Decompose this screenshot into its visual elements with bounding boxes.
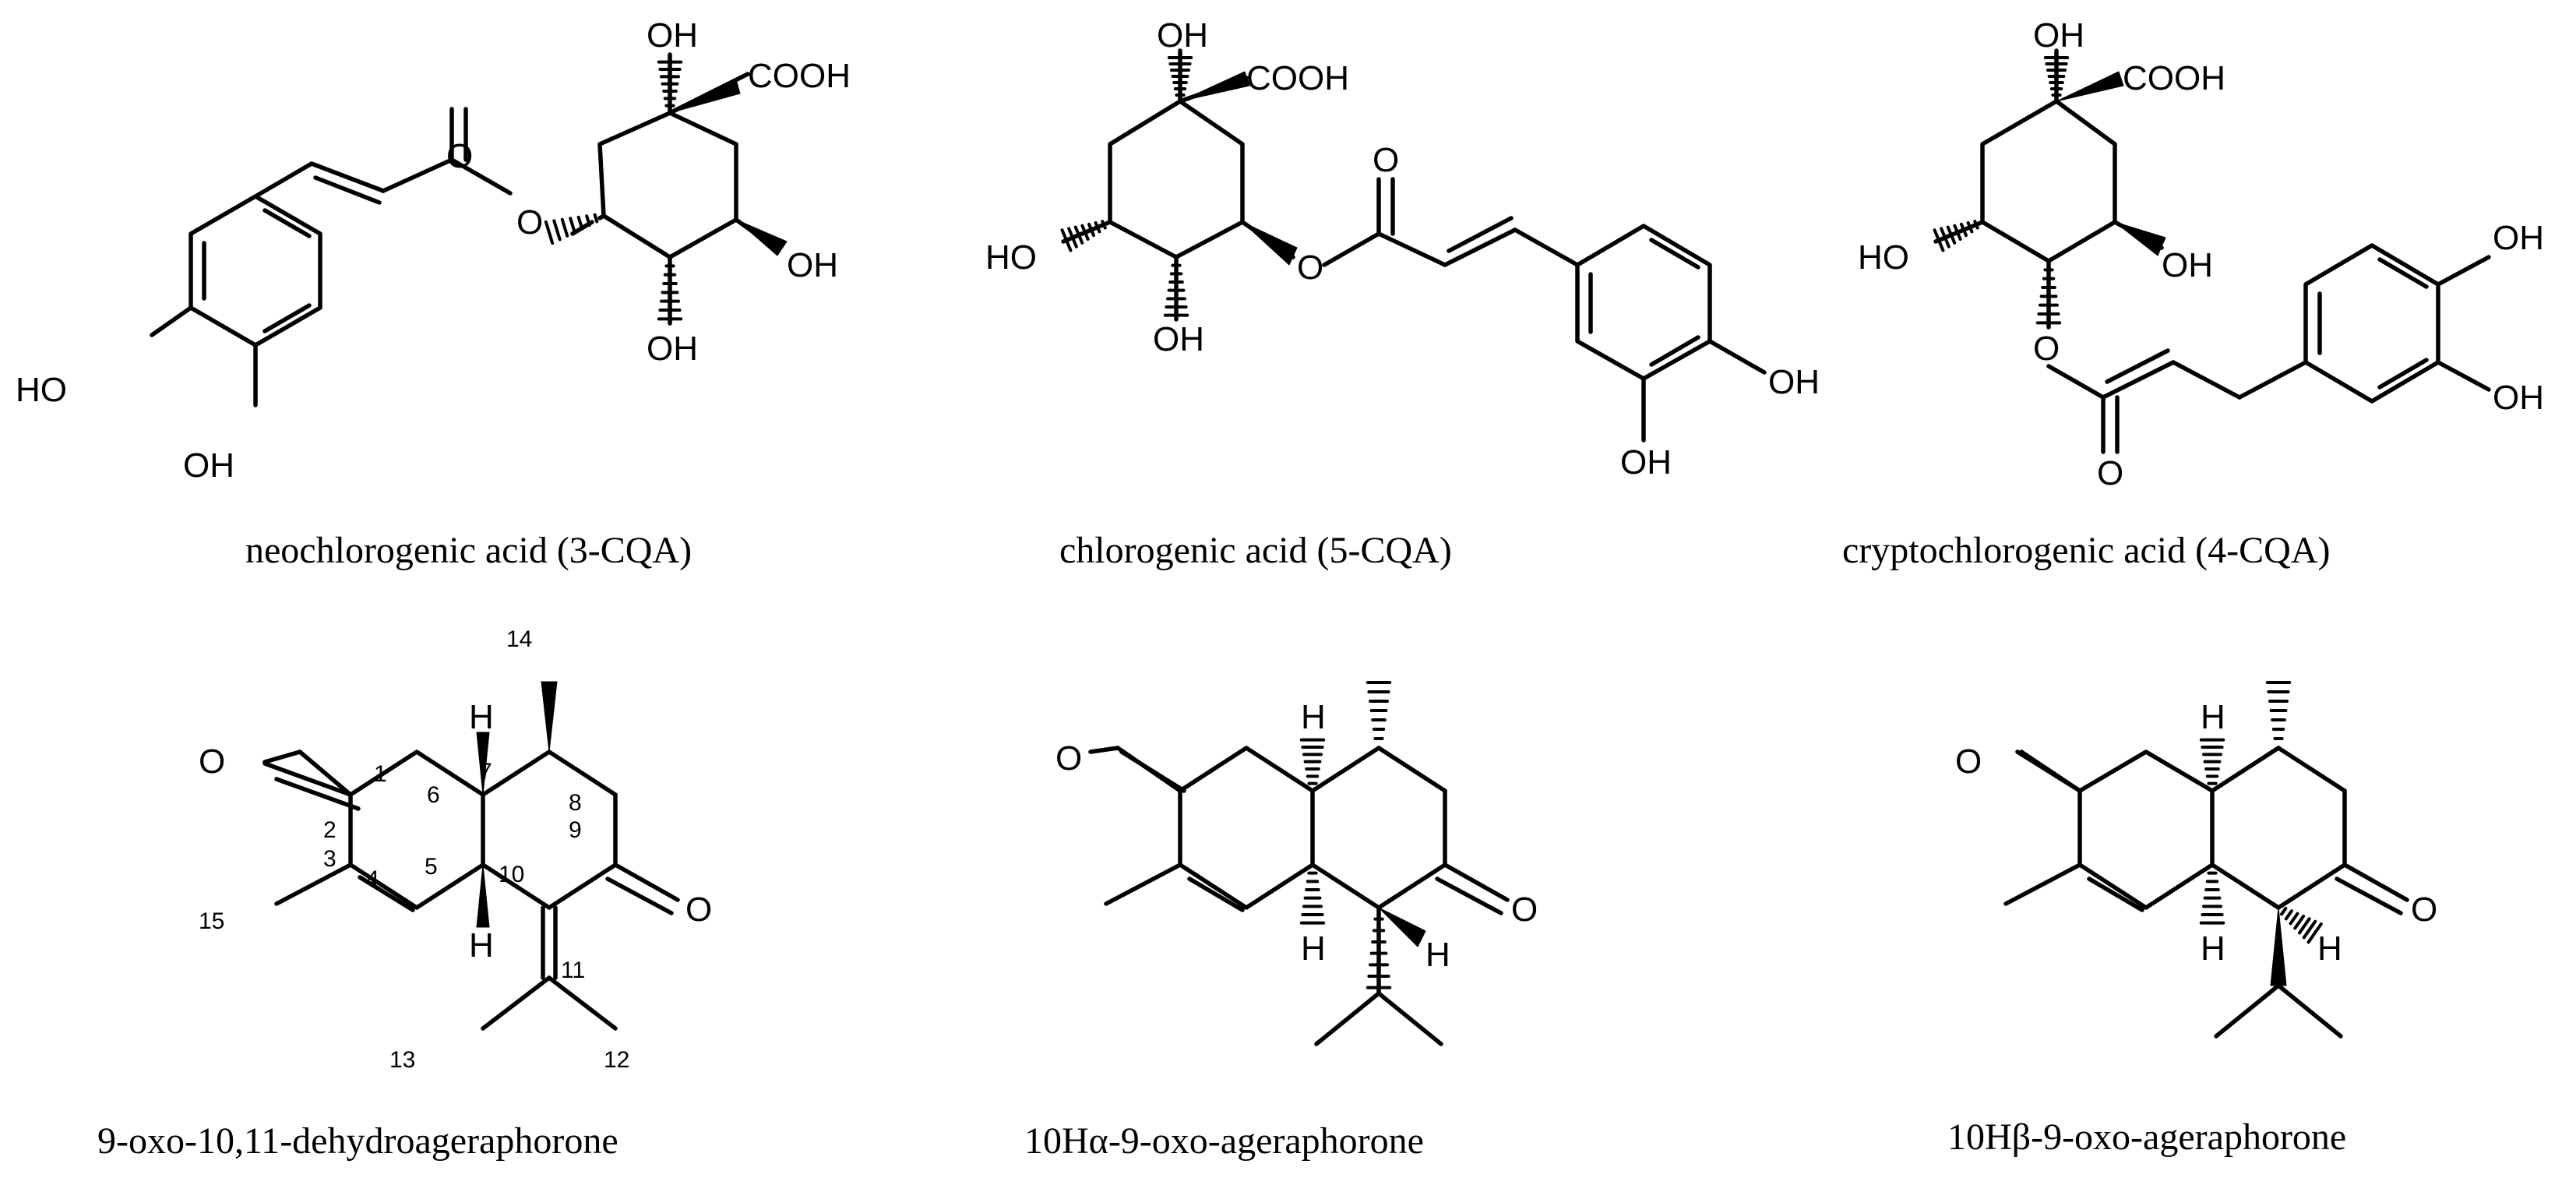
- ester-oxygen-label: O: [1297, 249, 1323, 287]
- atom-number-1: 1: [374, 761, 387, 787]
- carboxyl-label: COOH: [748, 57, 851, 95]
- hash-tick: [1073, 225, 1084, 245]
- beta-ageraphorone-structure: O O H H H: [1955, 698, 2437, 1039]
- carboxyl-label: COOH: [2123, 59, 2225, 97]
- hydrogen-label: H: [1301, 929, 1326, 968]
- atom-number-14: 14: [506, 626, 532, 652]
- hash-tick: [1060, 228, 1073, 252]
- atom-number-5: 5: [425, 854, 438, 880]
- hydroxyl-label: OH: [1620, 443, 1672, 481]
- caption-neochlorogenic-acid: neochlorogenic acid (3-CQA): [245, 530, 692, 571]
- hash-tick: [2284, 909, 2293, 921]
- hash-tick: [1067, 227, 1078, 249]
- hydroxyl-label: OH: [647, 16, 698, 55]
- hydrogen-label: H: [1301, 698, 1326, 736]
- hydroxyl-label: OH: [647, 330, 698, 368]
- carbonyl-oxygen-label: O: [446, 137, 473, 175]
- neochlorogenic-acid-structure: HO OH O O OH COOH OH OH: [16, 16, 851, 485]
- ketone-oxygen-label: O: [1055, 739, 1082, 778]
- hash-tick: [1953, 224, 1962, 242]
- hash-tick: [2302, 919, 2317, 940]
- atom-number-13: 13: [389, 1047, 415, 1073]
- hash-tick: [2306, 922, 2323, 944]
- hydroxyl-label: OH: [2493, 379, 2544, 417]
- hash-tick: [585, 214, 591, 227]
- carbonyl-oxygen-label: O: [2097, 454, 2123, 492]
- hydrogen-label: H: [2317, 929, 2342, 968]
- chlorogenic-acid-structure: OH COOH HO OH O O OH OH: [985, 16, 1820, 481]
- hash-tick: [1933, 228, 1945, 252]
- hash-tick: [544, 220, 555, 245]
- hydroxyl-label: OH: [1157, 16, 1208, 55]
- caption-chlorogenic-acid: chlorogenic acid (5-CQA): [1059, 530, 1452, 571]
- cryptochlorogenic-acid-structure: OH COOH HO OH O O OH OH: [1858, 16, 2544, 492]
- ester-oxygen-label: O: [2033, 330, 2060, 368]
- atom-number-9: 9: [569, 817, 582, 843]
- hash-tick: [1080, 224, 1090, 242]
- atom-number-15: 15: [199, 908, 224, 934]
- hash-tick: [2298, 917, 2311, 935]
- hash-tick: [1960, 222, 1968, 238]
- atom-number-4: 4: [366, 866, 379, 892]
- hash-tick: [1946, 225, 1957, 245]
- carboxyl-label: COOH: [1246, 59, 1349, 97]
- hash-tick: [1940, 227, 1951, 249]
- atom-number-6: 6: [427, 782, 440, 808]
- caption-cryptochlorogenic-acid: cryptochlorogenic acid (4-CQA): [1842, 530, 2330, 571]
- atom-number-12: 12: [604, 1047, 629, 1073]
- ketone-oxygen-label: O: [2411, 891, 2437, 929]
- ketone-oxygen-label: O: [685, 891, 712, 929]
- caption-beta-ageraphorone: 10Hβ-9-oxo-ageraphorone: [1947, 1116, 2346, 1158]
- atom-number-3: 3: [323, 846, 337, 872]
- hash-tick: [552, 219, 562, 242]
- hash-tick: [1094, 220, 1101, 234]
- ketone-oxygen-label: O: [1955, 742, 1982, 781]
- hash-tick: [1087, 222, 1095, 238]
- hydroxyl-label: OH: [2162, 246, 2213, 284]
- hydroxyl-label: OH: [183, 446, 234, 485]
- hash-tick: [2280, 906, 2288, 916]
- carbonyl-oxygen-label: O: [1373, 141, 1399, 179]
- hydroxyl-label: OH: [787, 246, 838, 284]
- atom-number-8: 8: [569, 790, 582, 816]
- atom-number-7: 7: [479, 759, 492, 785]
- atom-number-2: 2: [323, 817, 337, 843]
- hashed-bonds: [544, 56, 2323, 989]
- hash-tick: [2293, 914, 2306, 930]
- hash-tick: [1101, 220, 1107, 230]
- caption-alpha-ageraphorone: 10Hα-9-oxo-ageraphorone: [1024, 1120, 1424, 1162]
- hydroxyl-label: OH: [2033, 16, 2084, 55]
- hydroxyl-label: OH: [1768, 363, 1820, 401]
- hash-tick: [1973, 220, 1979, 230]
- hydroxyl-label: HO: [1858, 238, 1909, 277]
- ketone-oxygen-label: O: [199, 742, 225, 781]
- atom-number-11: 11: [561, 958, 585, 983]
- hash-tick: [560, 217, 569, 238]
- hydrogen-label: H: [2201, 929, 2225, 968]
- hydroxyl-label: OH: [1153, 320, 1204, 358]
- hydrogen-label: H: [2201, 698, 2225, 736]
- hydroxyl-label: HO: [16, 371, 67, 409]
- atom-number-10: 10: [499, 862, 524, 887]
- hydrogen-label: H: [1425, 936, 1450, 974]
- hydrogen-label: H: [469, 926, 494, 965]
- hash-tick: [2289, 912, 2299, 926]
- hydroxyl-label: OH: [2493, 219, 2544, 257]
- dehydroageraphorone-structure: O O H H 1 2 3 4 5 6 7 8 9 10 11 12 13 14…: [199, 626, 712, 1073]
- caption-dehydroageraphorone: 9-oxo-10,11-dehydroageraphorone: [97, 1120, 618, 1162]
- hydrogen-label: H: [469, 698, 494, 736]
- hash-tick: [593, 213, 599, 224]
- ester-oxygen-label: O: [516, 203, 543, 242]
- hash-tick: [569, 217, 576, 235]
- hash-tick: [576, 215, 584, 231]
- hash-tick: [1966, 220, 1974, 234]
- hydroxyl-label: HO: [985, 238, 1037, 277]
- ketone-oxygen-label: O: [1511, 891, 1538, 929]
- alpha-ageraphorone-structure: O O H H H: [1055, 698, 1538, 1046]
